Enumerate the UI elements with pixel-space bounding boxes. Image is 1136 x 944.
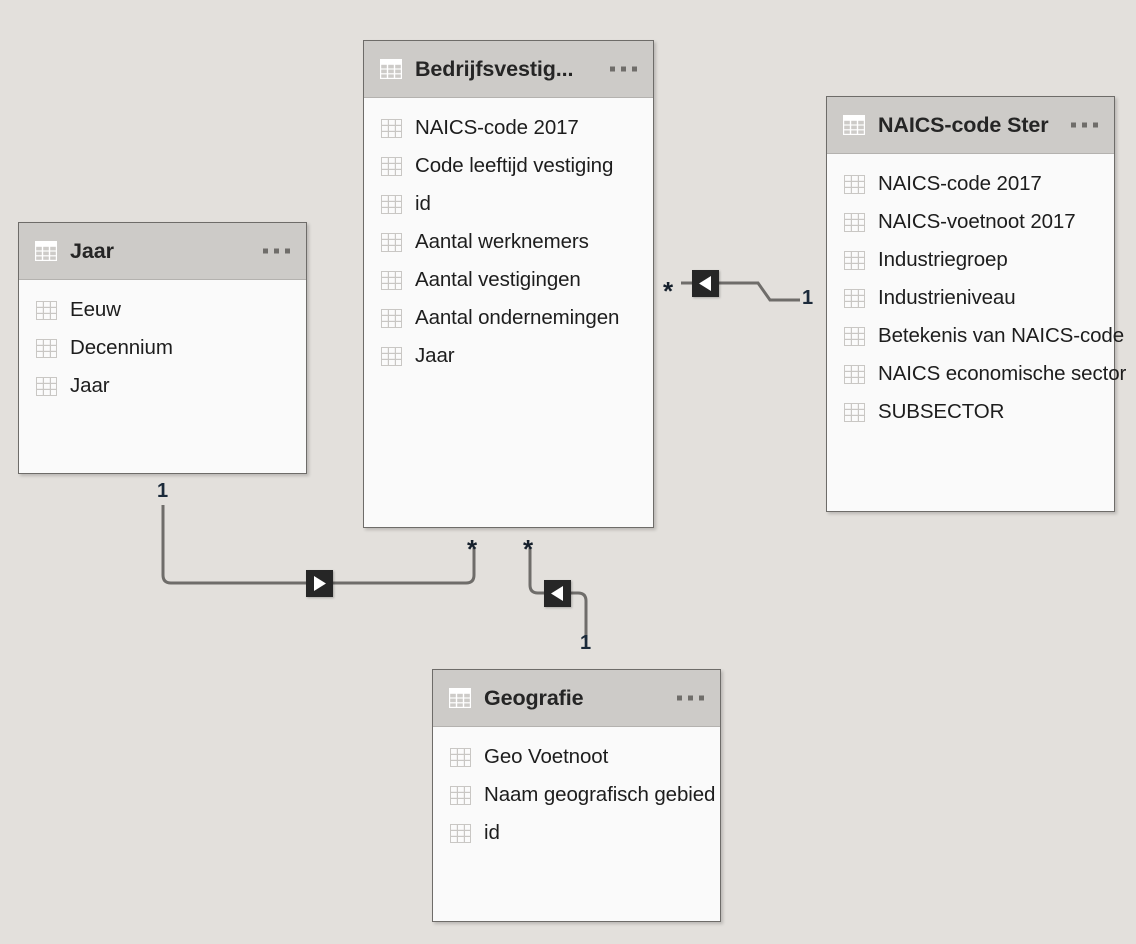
more-options-ellipsis[interactable]: [1071, 122, 1098, 128]
field-label: Decennium: [70, 336, 173, 359]
table-card-bedrijfsvestig[interactable]: Bedrijfsvestig... NAICS-code 2017: [363, 40, 654, 528]
field-row[interactable]: NAICS-code 2017: [827, 165, 1114, 203]
table-title-bedrijfsvestig: Bedrijfsvestig...: [415, 56, 574, 81]
field-grid-icon: [36, 338, 57, 358]
arrow-left-glyph: [699, 276, 711, 291]
cross-filter-arrow-left[interactable]: [692, 270, 719, 297]
field-grid-icon: [381, 232, 402, 252]
table-fields-geografie: Geo Voetnoot Naam geografisch gebied: [433, 727, 720, 852]
field-label: SUBSECTOR: [878, 400, 1005, 423]
field-label: NAICS-voetnoot 2017: [878, 210, 1076, 233]
field-row[interactable]: Industrieniveau: [827, 279, 1114, 317]
cross-filter-arrow-left-geo[interactable]: [544, 580, 571, 607]
field-label: Industriegroep: [878, 248, 1008, 271]
cardinality-one-naics: 1: [802, 287, 814, 309]
cardinality-one-jaar: 1: [157, 480, 169, 502]
field-label: NAICS-code 2017: [415, 116, 579, 139]
table-grid-icon: [843, 115, 865, 135]
cross-filter-arrow-right[interactable]: [306, 570, 333, 597]
field-row[interactable]: Jaar: [19, 367, 306, 405]
more-options-ellipsis[interactable]: [610, 66, 637, 72]
table-title-jaar: Jaar: [70, 238, 114, 263]
table-grid-icon: [380, 59, 402, 79]
cardinality-one-geografie: 1: [580, 632, 592, 654]
field-row[interactable]: Aantal ondernemingen: [364, 299, 653, 337]
field-label: Aantal werknemers: [415, 230, 589, 253]
field-grid-icon: [36, 300, 57, 320]
cardinality-star-bedrijfsvestig-geografie: *: [523, 534, 534, 564]
field-row[interactable]: Jaar: [364, 337, 653, 375]
field-row[interactable]: Industriegroep: [827, 241, 1114, 279]
field-label: Eeuw: [70, 298, 121, 321]
field-label: id: [415, 192, 431, 215]
field-label: Aantal ondernemingen: [415, 306, 620, 329]
field-grid-icon: [381, 346, 402, 366]
table-title-naics: NAICS-code Ster: [878, 112, 1049, 137]
field-label: Jaar: [415, 344, 455, 367]
field-label: NAICS-code 2017: [878, 172, 1042, 195]
field-row[interactable]: Betekenis van NAICS-code: [827, 317, 1124, 355]
field-row[interactable]: NAICS economische sector: [827, 355, 1126, 393]
field-grid-icon: [450, 747, 471, 767]
field-label: Code leeftijd vestiging: [415, 154, 614, 177]
table-card-naics[interactable]: NAICS-code Ster NAICS-code 2017: [826, 96, 1126, 512]
table-header-naics[interactable]: NAICS-code Ster: [827, 97, 1114, 154]
field-grid-icon: [844, 288, 865, 308]
table-grid-icon: [35, 241, 57, 261]
field-row[interactable]: Decennium: [19, 329, 306, 367]
table-title-geografie: Geografie: [484, 685, 584, 710]
field-grid-icon: [381, 118, 402, 138]
field-label: Jaar: [70, 374, 110, 397]
field-row[interactable]: Geo Voetnoot: [433, 738, 720, 776]
field-row[interactable]: Eeuw: [19, 291, 306, 329]
field-label: Industrieniveau: [878, 286, 1016, 309]
field-row[interactable]: NAICS-code 2017: [364, 109, 653, 147]
more-options-ellipsis[interactable]: [263, 248, 290, 254]
field-row[interactable]: id: [433, 814, 720, 852]
field-grid-icon: [381, 194, 402, 214]
field-row[interactable]: Aantal werknemers: [364, 223, 653, 261]
field-row[interactable]: id: [364, 185, 653, 223]
arrow-right-glyph: [314, 576, 326, 591]
field-label: id: [484, 821, 500, 844]
table-header-geografie[interactable]: Geografie: [433, 670, 720, 727]
table-grid-icon: [449, 688, 471, 708]
table-header-bedrijfsvestig[interactable]: Bedrijfsvestig...: [364, 41, 653, 98]
field-grid-icon: [36, 376, 57, 396]
field-label: Geo Voetnoot: [484, 745, 609, 768]
field-grid-icon: [844, 364, 865, 384]
arrow-left-glyph: [551, 586, 563, 601]
table-fields-jaar: Eeuw Decennium: [19, 280, 306, 405]
field-label: Betekenis van NAICS-code: [878, 324, 1125, 347]
field-grid-icon: [381, 308, 402, 328]
table-card-jaar[interactable]: Jaar Eeuw: [18, 222, 307, 474]
field-grid-icon: [381, 156, 402, 176]
field-grid-icon: [844, 250, 865, 270]
field-row[interactable]: SUBSECTOR: [827, 393, 1114, 431]
field-row[interactable]: NAICS-voetnoot 2017: [827, 203, 1114, 241]
table-header-jaar[interactable]: Jaar: [19, 223, 306, 280]
cardinality-star-jaar-bedrijfsvestig: *: [467, 534, 478, 564]
cardinality-star-bedrijfsvestig-naics: *: [663, 276, 674, 306]
field-label: Naam geografisch gebied: [484, 783, 716, 806]
field-grid-icon: [450, 785, 471, 805]
field-grid-icon: [381, 270, 402, 290]
table-fields-naics: NAICS-code 2017 NAICS-voetnoot 2017: [827, 154, 1126, 431]
field-label: Aantal vestigingen: [415, 268, 581, 291]
field-grid-icon: [450, 823, 471, 843]
field-grid-icon: [844, 212, 865, 232]
field-grid-icon: [844, 402, 865, 422]
field-row[interactable]: Aantal vestigingen: [364, 261, 653, 299]
table-card-geografie[interactable]: Geografie Geo Voetnoot: [432, 669, 721, 922]
field-row[interactable]: Naam geografisch gebied: [433, 776, 720, 814]
field-grid-icon: [844, 174, 865, 194]
field-grid-icon: [844, 326, 865, 346]
table-fields-bedrijfsvestig: NAICS-code 2017 Code leeftijd vestiging: [364, 98, 653, 375]
more-options-ellipsis[interactable]: [677, 695, 704, 701]
field-row[interactable]: Code leeftijd vestiging: [364, 147, 653, 185]
field-label: NAICS economische sector: [878, 362, 1127, 385]
